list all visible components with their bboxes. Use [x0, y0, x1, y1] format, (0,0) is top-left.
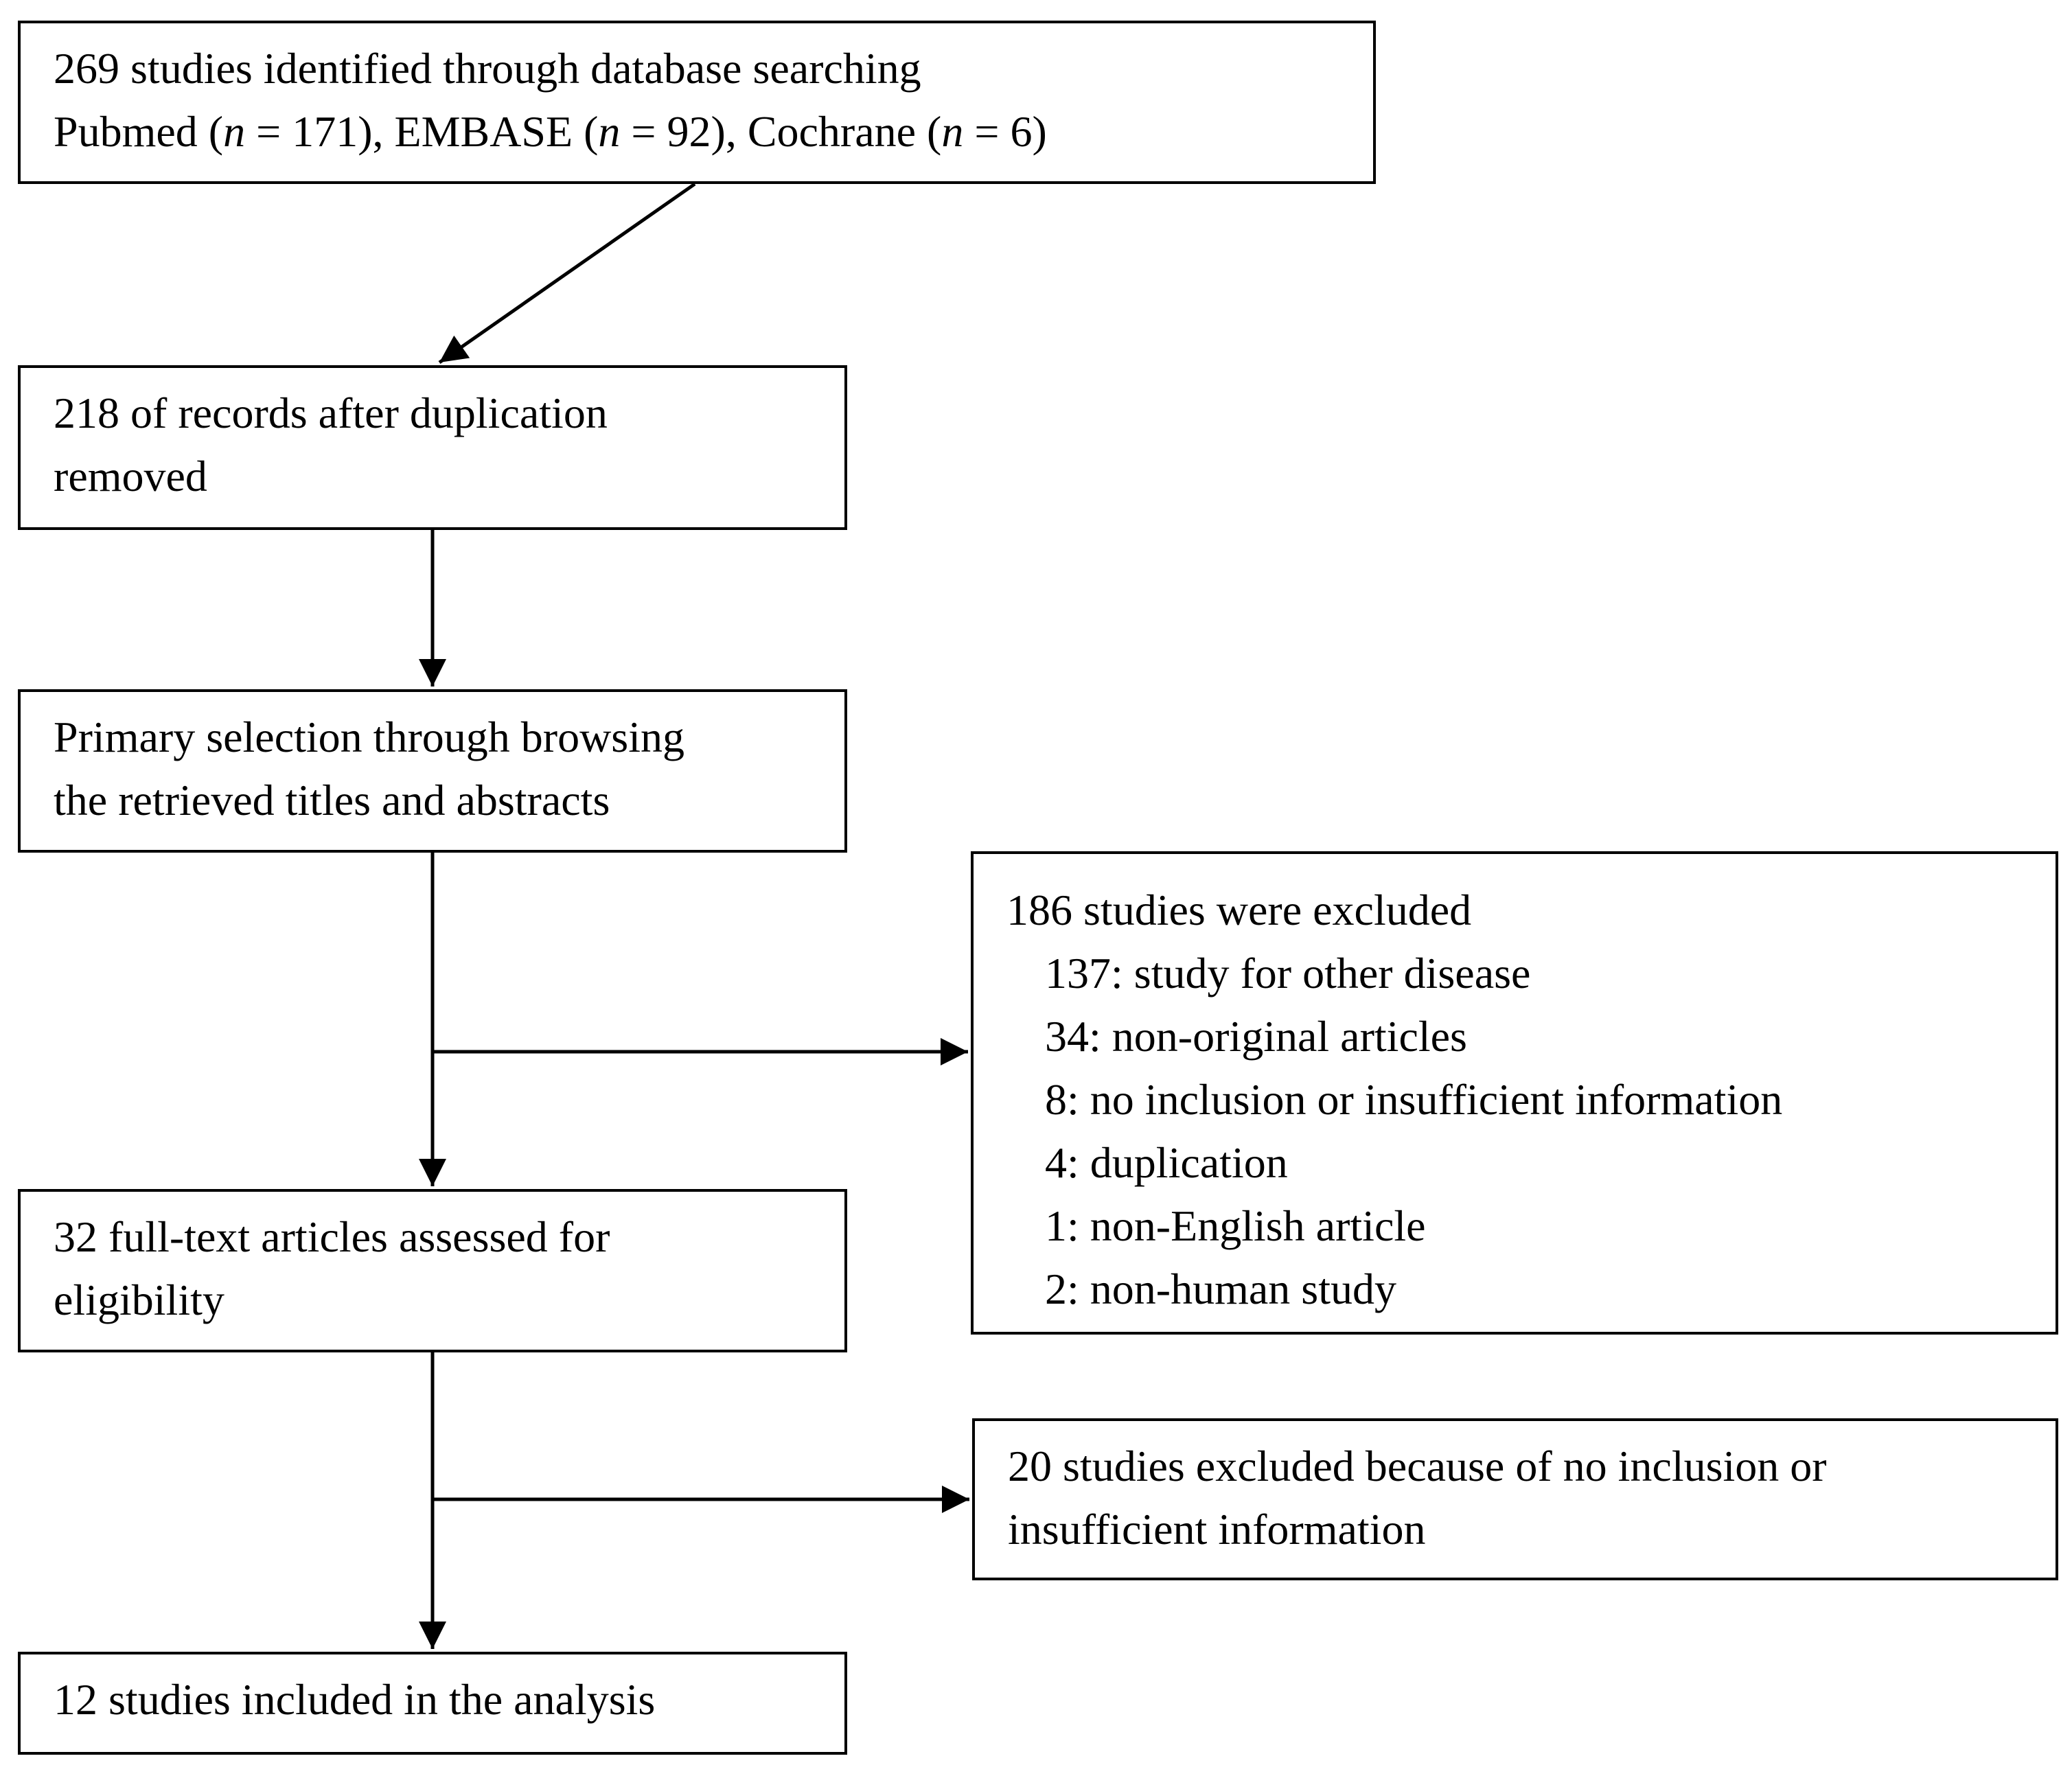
- db1-count: = 171), EMBASE (: [245, 107, 599, 156]
- included-line1: 12 studies included in the analysis: [54, 1675, 656, 1724]
- exclusion-reason: 137: study for other disease: [1045, 949, 1531, 997]
- box-included: 12 studies included in the analysis: [18, 1652, 847, 1755]
- excluded-fulltext-line2: insufficient information: [1008, 1505, 1426, 1554]
- exclusion-reason: 8: no inclusion or insufficient informat…: [1045, 1075, 1783, 1124]
- fulltext-line1: 32 full-text articles assessed for: [54, 1212, 610, 1261]
- box-fulltext: 32 full-text articles assessed for eligi…: [18, 1189, 847, 1352]
- screening-line2: the retrieved titles and abstracts: [54, 776, 610, 824]
- box-excluded-screening: 186 studies were excluded 137: study for…: [971, 851, 2058, 1335]
- exclusion-reason: 34: non-original articles: [1045, 1012, 1467, 1061]
- box-excluded-fulltext: 20 studies excluded because of no inclus…: [972, 1418, 2058, 1580]
- deduplicated-line2: removed: [54, 452, 207, 500]
- exclusion-reason: 2: non-human study: [1045, 1265, 1396, 1313]
- db1-name: Pubmed (: [54, 107, 224, 156]
- exclusion-reason: 1: non-English article: [1045, 1201, 1426, 1250]
- deduplicated-line1: 218 of records after duplication: [54, 389, 608, 437]
- exclusion-reason: 4: duplication: [1045, 1138, 1288, 1187]
- db2-n: n: [598, 107, 621, 156]
- db2-count: = 92), Cochrane (: [620, 107, 942, 156]
- identified-line1: 269 studies identified through database …: [54, 44, 921, 93]
- arrow-identified-to-deduplicated: [438, 182, 696, 365]
- box-screening: Primary selection through browsing the r…: [18, 689, 847, 853]
- box-deduplicated: 218 of records after duplication removed: [18, 365, 847, 530]
- screening-line1: Primary selection through browsing: [54, 713, 684, 761]
- db1-n: n: [223, 107, 246, 156]
- box-identified: 269 studies identified through database …: [18, 21, 1376, 184]
- excluded-screening-heading: 186 studies were excluded: [1006, 886, 1472, 934]
- identified-line2: Pubmed (n = 171), EMBASE (n = 92), Cochr…: [54, 100, 1373, 163]
- db3-n: n: [941, 107, 964, 156]
- db3-count: = 6): [963, 107, 1047, 156]
- fulltext-line2: eligibility: [54, 1276, 225, 1324]
- excluded-fulltext-line1: 20 studies excluded because of no inclus…: [1008, 1442, 1827, 1490]
